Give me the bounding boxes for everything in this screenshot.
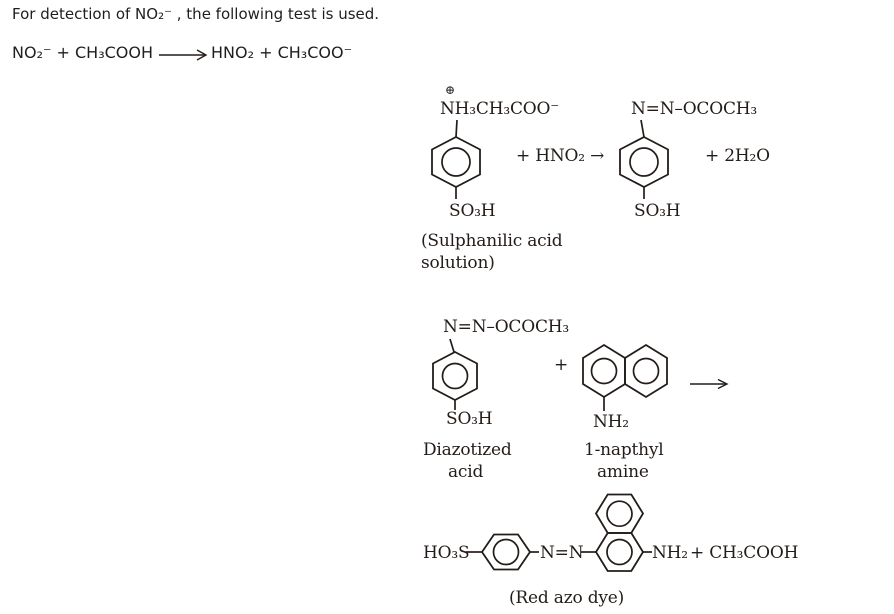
sulfonic-group-right: SO₃H (634, 201, 681, 221)
equation-left: NO₂⁻ + CH₃COOH (12, 43, 154, 62)
diazo-ester-group: N=N–OCOCH₃ (631, 99, 758, 119)
diazotized-caption-line1: Diazotized (423, 440, 512, 460)
naphthyl-caption-line2: amine (597, 462, 649, 482)
azo-link-group: N=N (540, 543, 584, 563)
positive-charge-symbol: ⊕ (445, 83, 455, 97)
sulphanilic-caption-line2: solution) (421, 253, 495, 273)
scheme2-arrow (690, 378, 729, 390)
acetic-acid-byproduct: + CH₃COOH (690, 543, 799, 563)
sulfonic-group-left: SO₃H (449, 201, 496, 221)
water-byproduct: + 2H₂O (705, 146, 770, 166)
amine-group-3: NH₂ (652, 543, 688, 563)
diazotized-acid-structure (432, 338, 478, 410)
intro-text: For detection of NO₂⁻ , the following te… (12, 5, 380, 23)
naphthyl-caption-line1: 1-napthyl (584, 440, 664, 460)
sulphanilic-caption-line1: (Sulphanilic acid (421, 231, 563, 251)
equation-right: HNO₂ + CH₃COO⁻ (211, 43, 353, 62)
red-azo-dye-caption: (Red azo dye) (509, 588, 625, 608)
sulfo-group-3: HO₃S (423, 543, 470, 563)
diazotized-caption-line2: acid (448, 462, 484, 482)
ammonium-acetate-group: NH₃CH₃COO⁻ (440, 99, 560, 119)
reagent-hno2: + HNO₂ → (516, 146, 605, 166)
diazo-ester-group-2: N=N–OCOCH₃ (443, 317, 570, 337)
naphthylamine-structure (582, 343, 668, 411)
diazo-product-structure (619, 119, 669, 199)
equation-arrow (159, 49, 208, 61)
sulfonic-group-2: SO₃H (446, 409, 493, 429)
sulphanilic-acid-structure (431, 119, 481, 199)
amine-group-2: NH₂ (593, 412, 629, 432)
plus-sign: + (554, 355, 569, 375)
